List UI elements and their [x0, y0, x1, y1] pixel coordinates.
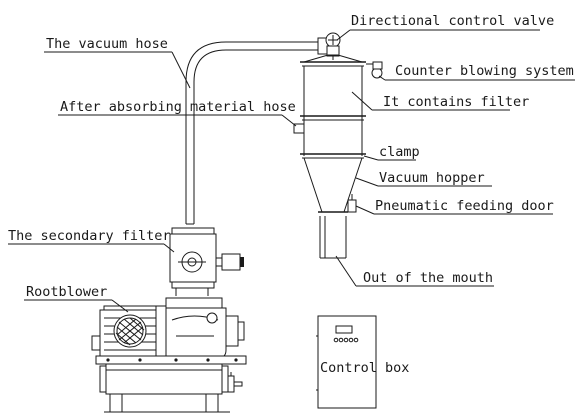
vacuum-hopper [300, 54, 366, 259]
blower-base-silencer [99, 363, 243, 413]
label-control-box: Control box [320, 360, 409, 376]
leader-lines [8, 29, 575, 313]
label-after-absorbing-material-hose: After absorbing material hose [60, 99, 296, 115]
label-out-of-the-mouth: Out of the mouth [363, 270, 493, 286]
clamp-band-lower [300, 153, 366, 159]
label-directional-control-valve: Directional control valve [351, 13, 554, 29]
label-pneumatic-feeding-door: Pneumatic feeding door [375, 198, 554, 214]
labels: Directional control valve The vacuum hos… [8, 13, 574, 376]
control-box-buttons [333, 337, 359, 343]
label-counter-blowing-system: Counter blowing system [395, 63, 574, 79]
clamp-band [300, 115, 366, 121]
directional-control-valve [317, 32, 341, 60]
roots-blower [91, 297, 247, 365]
secondary-filter [169, 223, 244, 296]
outlet-tube [319, 216, 347, 259]
material-hose-inlet [293, 123, 305, 134]
label-contains-filter: It contains filter [383, 94, 529, 110]
label-secondary-filter: The secondary filter [8, 228, 171, 244]
label-vacuum-hose: The vacuum hose [46, 36, 168, 52]
label-vacuum-hopper: Vacuum hopper [379, 170, 485, 186]
control-box [316, 315, 377, 409]
counter-blowing-system [366, 61, 383, 79]
control-box-display [335, 325, 353, 334]
label-rootblower: Rootblower [26, 284, 107, 300]
label-clamp: clamp [379, 144, 420, 160]
